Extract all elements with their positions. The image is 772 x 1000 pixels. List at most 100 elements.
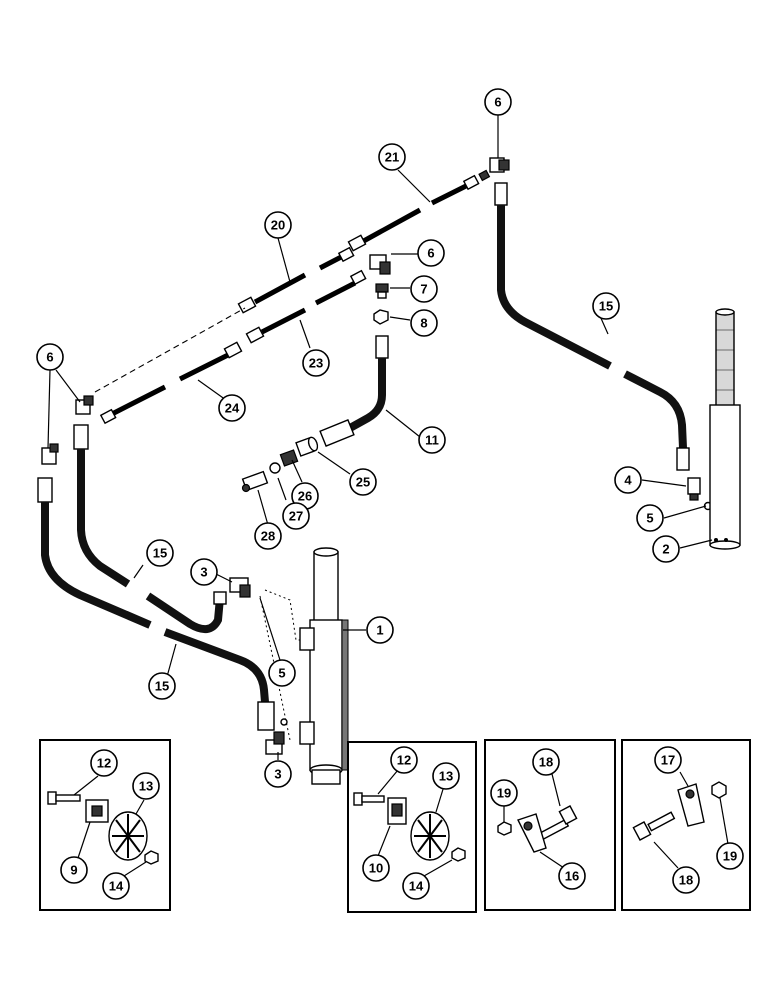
callout-11: 11 bbox=[418, 426, 446, 454]
callout-7: 7 bbox=[410, 275, 438, 303]
callout-15-upper-left: 15 bbox=[146, 539, 174, 567]
hose-15-right bbox=[494, 182, 690, 471]
svg-text:26: 26 bbox=[298, 489, 312, 504]
svg-text:21: 21 bbox=[385, 150, 399, 165]
svg-text:23: 23 bbox=[309, 356, 323, 371]
inset1-label-nut: 14 bbox=[109, 879, 124, 894]
svg-text:28: 28 bbox=[261, 529, 275, 544]
svg-text:6: 6 bbox=[427, 246, 434, 261]
inset-box-2: 12 13 10 14 bbox=[347, 741, 477, 913]
inset-box-4: 17 19 18 bbox=[621, 739, 751, 911]
callout-20: 20 bbox=[264, 211, 292, 239]
fitting-26 bbox=[279, 449, 299, 467]
callout-5-right: 5 bbox=[636, 504, 664, 532]
callout-1: 1 bbox=[366, 616, 394, 644]
bolt-12 bbox=[47, 791, 81, 805]
inset2-label-wheel: 13 bbox=[439, 769, 453, 784]
callout-8: 8 bbox=[410, 309, 438, 337]
nut-19-b bbox=[711, 781, 727, 799]
hose-11 bbox=[319, 335, 389, 447]
svg-text:4: 4 bbox=[624, 473, 632, 488]
leader-lines bbox=[47, 115, 713, 760]
inset4-label-bolt: 18 bbox=[679, 873, 693, 888]
alignment-dashed-line bbox=[94, 307, 246, 393]
hose-15-upper-left bbox=[73, 424, 227, 634]
inset3-label-clamp: 16 bbox=[565, 869, 579, 884]
fitting-4 bbox=[687, 477, 701, 501]
inset2-label-block: 10 bbox=[369, 861, 383, 876]
fitting-28 bbox=[241, 470, 269, 493]
svg-text:11: 11 bbox=[425, 433, 439, 448]
callout-25: 25 bbox=[349, 468, 377, 496]
inset3-label-bolt: 18 bbox=[539, 755, 553, 770]
fitting-7 bbox=[375, 283, 389, 299]
svg-text:2: 2 bbox=[662, 542, 669, 557]
inset1-label-bolt: 12 bbox=[97, 756, 111, 771]
nut-8 bbox=[373, 309, 389, 325]
elbow-fitting-6-left-lower bbox=[41, 443, 59, 465]
inset1-label-wheel: 13 bbox=[139, 779, 153, 794]
cylinder-2 bbox=[709, 308, 741, 550]
callout-21: 21 bbox=[378, 143, 406, 171]
cylinder-1 bbox=[264, 547, 349, 785]
wheel-13 bbox=[108, 811, 148, 861]
svg-text:24: 24 bbox=[225, 401, 240, 416]
svg-text:15: 15 bbox=[599, 299, 613, 314]
inset-box-1: 12 13 9 14 bbox=[39, 739, 171, 911]
hose-15-lower-left bbox=[37, 477, 275, 731]
nut-19 bbox=[497, 821, 512, 836]
svg-text:20: 20 bbox=[271, 218, 285, 233]
inset3-label-nut: 19 bbox=[497, 786, 511, 801]
clamp-16 bbox=[517, 813, 547, 853]
svg-text:25: 25 bbox=[356, 475, 370, 490]
steel-tube-21 bbox=[347, 169, 491, 252]
elbow-fitting-3-upper bbox=[229, 577, 251, 598]
callout-15-right: 15 bbox=[592, 292, 620, 320]
svg-text:15: 15 bbox=[153, 546, 167, 561]
svg-text:3: 3 bbox=[200, 565, 207, 580]
callout-3-upper: 3 bbox=[190, 558, 218, 586]
block-9 bbox=[85, 799, 109, 823]
callout-6-top: 6 bbox=[484, 88, 512, 116]
nut-14 bbox=[144, 850, 159, 865]
svg-text:3: 3 bbox=[274, 767, 281, 782]
steel-tube-24 bbox=[99, 341, 243, 425]
callout-2: 2 bbox=[652, 535, 680, 563]
inset1-label-block: 9 bbox=[70, 863, 77, 878]
elbow-fitting-3-lower bbox=[265, 731, 285, 755]
svg-text:5: 5 bbox=[278, 666, 285, 681]
inset2-label-nut: 14 bbox=[409, 879, 424, 894]
svg-text:5: 5 bbox=[646, 511, 653, 526]
callout-15-lower-left: 15 bbox=[148, 672, 176, 700]
callout-4: 4 bbox=[614, 466, 642, 494]
callout-3-lower: 3 bbox=[264, 760, 292, 788]
bolt-12-b bbox=[353, 792, 385, 806]
clamp-17 bbox=[677, 783, 705, 827]
callout-24: 24 bbox=[218, 394, 246, 422]
elbow-fitting-6-center bbox=[369, 254, 391, 275]
o-ring-5-left bbox=[280, 718, 288, 726]
inset2-label-bolt: 12 bbox=[397, 753, 411, 768]
callout-28: 28 bbox=[254, 522, 282, 550]
svg-text:8: 8 bbox=[420, 316, 427, 331]
inset4-label-clamp: 17 bbox=[661, 753, 675, 768]
steel-tube-20 bbox=[237, 246, 355, 314]
svg-text:6: 6 bbox=[46, 350, 53, 365]
wheel-13-b bbox=[410, 811, 450, 861]
callout-27: 27 bbox=[282, 502, 310, 530]
inset-box-3: 18 19 16 bbox=[484, 739, 616, 911]
svg-text:7: 7 bbox=[420, 282, 427, 297]
callout-5-left: 5 bbox=[268, 659, 296, 687]
svg-text:1: 1 bbox=[376, 623, 383, 638]
block-10 bbox=[387, 797, 407, 825]
elbow-fitting-6-left-upper bbox=[75, 395, 94, 415]
callout-23: 23 bbox=[302, 349, 330, 377]
elbow-fitting-6-top bbox=[489, 157, 510, 173]
steel-tube-23 bbox=[245, 269, 367, 344]
callout-6-center: 6 bbox=[417, 239, 445, 267]
callout-6-left: 6 bbox=[36, 343, 64, 371]
bolt-18 bbox=[539, 805, 578, 841]
ring-27 bbox=[269, 462, 281, 474]
nut-14-b bbox=[451, 847, 466, 862]
